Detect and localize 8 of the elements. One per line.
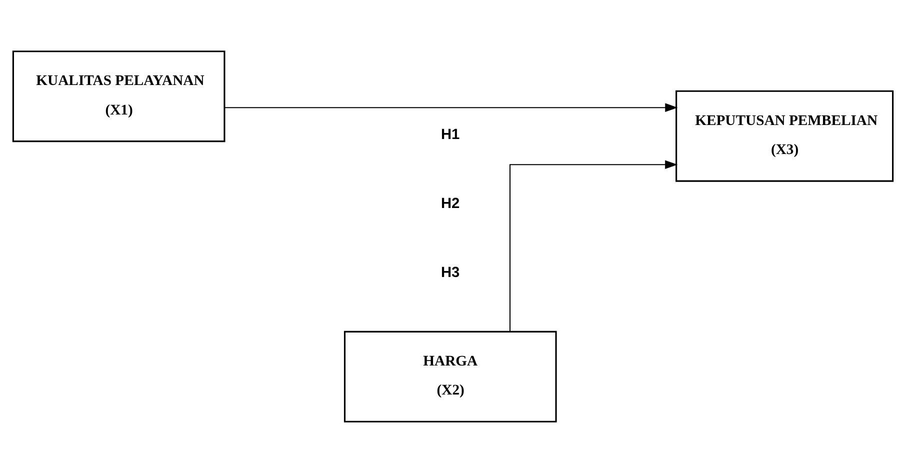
- node-box: KUALITAS PELAYANAN (X1): [12, 50, 225, 142]
- label: H1: [440, 126, 460, 142]
- arrow: [508, 160, 678, 331]
- arrow: [224, 102, 678, 112]
- label: H3: [440, 264, 460, 280]
- node-box: KEPUTUSAN PEMBELIAN (X3): [675, 90, 894, 182]
- label: H2: [440, 195, 460, 212]
- node-box: HARGA (X2): [343, 330, 556, 422]
